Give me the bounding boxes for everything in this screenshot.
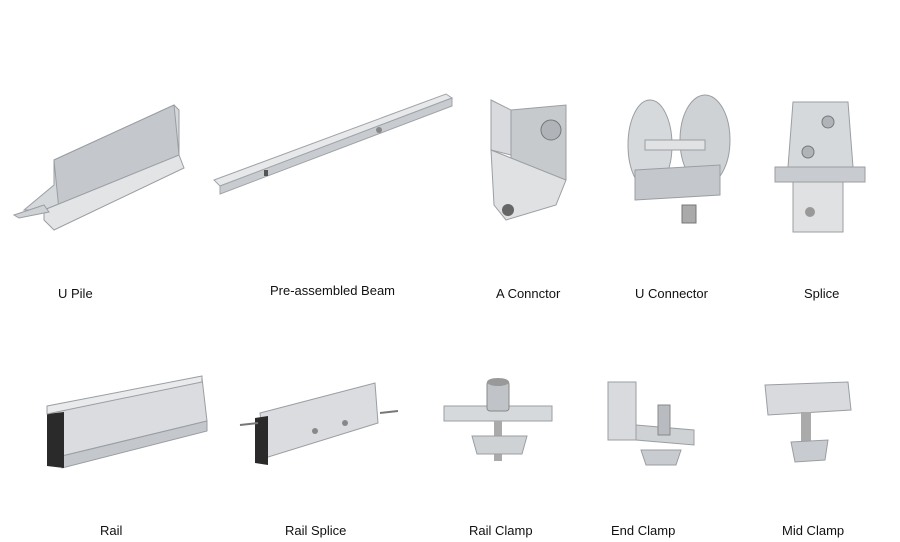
u-pile-icon: [12, 104, 185, 231]
product-label: U Connector: [635, 286, 708, 301]
product-label: Splice: [804, 286, 840, 301]
u-connector-icon: [627, 94, 731, 224]
product-label: Mid Clamp: [782, 523, 845, 538]
product-label: Rail: [100, 523, 123, 538]
product-label: End Clamp: [611, 523, 676, 538]
rail-splice-icon: [239, 382, 399, 465]
splice-icon: [774, 101, 866, 233]
product-label: A Connctor: [496, 286, 561, 301]
beam-icon: [213, 93, 454, 195]
product-label: Rail Splice: [285, 523, 347, 538]
product-label: Pre-assembled Beam: [270, 283, 395, 298]
mid-clamp-icon: [764, 381, 852, 463]
rail-icon: [46, 375, 208, 469]
rail-clamp-icon: [443, 378, 553, 461]
end-clamp-icon: [607, 381, 695, 466]
product-label: Rail Clamp: [469, 523, 533, 538]
a-connector-icon: [490, 99, 567, 221]
product-label: U Pile: [58, 286, 93, 301]
